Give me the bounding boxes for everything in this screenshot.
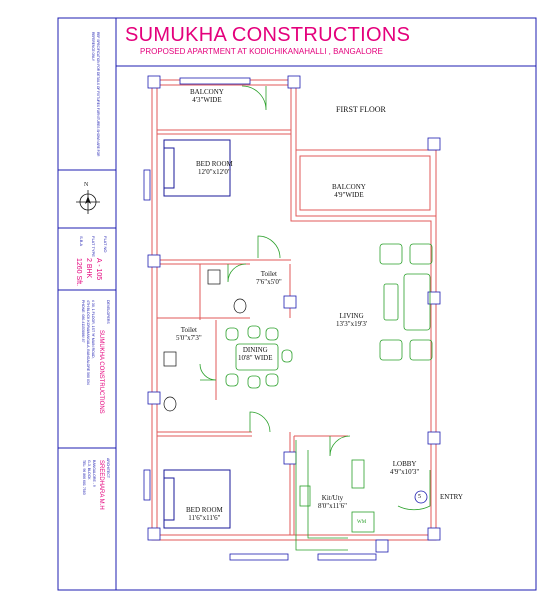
sba-label: S.B.A (79, 236, 84, 247)
living-label: LIVING 13'3"x19'3' (336, 312, 367, 328)
entry-marker-number: 5 (418, 494, 421, 500)
flat-no-label: FLAT NO (103, 236, 108, 253)
developer-name: SUMUKHA CONSTRUCTIONS (98, 330, 104, 414)
floor-label: FIRST FLOOR (336, 105, 386, 114)
bedroom-2-label: BED ROOM 11'6"x11'6" (186, 506, 223, 522)
architect-phone: TEL: 96 866 681 7583 (82, 460, 86, 495)
entry-label: ENTRY (440, 493, 463, 501)
compass-north-label: N (84, 182, 89, 188)
page-title: SUMUKHA CONSTRUCTIONS (125, 24, 411, 46)
bedroom-2-name: BED ROOM (186, 506, 223, 514)
living-furniture (379, 243, 433, 361)
developer-address-2: 4TH BLOCK KORAMANGALA, BANGALORE 560 034 (86, 300, 90, 385)
balcony-1-label: BALCONY 4'3"WIDE (190, 88, 224, 104)
developer-phone: PHONE: 080-41153886/ 87 (81, 300, 85, 343)
balcony-1-name: BALCONY (190, 88, 224, 96)
living-name: LIVING (339, 312, 364, 320)
notes-text: REF SPECIFICATION FOR DETAILS OF FIXTURE… (91, 32, 100, 157)
bed-2 (163, 469, 231, 529)
kitchen-counter (295, 440, 375, 551)
washing-machine-label: WM (357, 520, 367, 525)
windows (143, 77, 377, 561)
toilet-fixtures (163, 269, 247, 412)
architect-address-1: BANGALORE - 9 (92, 460, 96, 487)
dining-name: DINING (242, 346, 268, 354)
developer-address-1: # 30, 1 FLOOR, 1ST 'H' MAIN ROAD, (91, 300, 95, 359)
dining-furniture (225, 325, 293, 389)
page-subtitle: PROPOSED APARTMENT AT KODICHIKANAHALLI ,… (140, 47, 383, 56)
balcony-1-size: 4'3"WIDE (192, 96, 222, 104)
doors (199, 85, 431, 511)
balcony-2-name: BALCONY (332, 183, 366, 191)
kitchen-label: Kit/Uty 8'0"x11'6" (318, 494, 347, 510)
architect-address-2: G-3, BLOCK (87, 460, 91, 480)
dining-label: DINING 10'8" WIDE (238, 346, 273, 362)
architect-name: SREEDHARA M.H (98, 460, 104, 510)
lobby-name: LOBBY (392, 460, 417, 468)
columns (147, 75, 441, 553)
lobby-size: 4'9"x10'3" (390, 468, 420, 476)
kitchen-name: Kit/Uty (321, 494, 344, 502)
bedroom-1-name: BED ROOM (196, 160, 233, 168)
flat-type-value: 2 BHK (85, 258, 92, 279)
architect-heading: ARCHITECT (106, 458, 110, 479)
toilet-1-label: Toilet 7'6"x5'0" (256, 270, 282, 286)
balcony-2-label: BALCONY 4'9"WIDE (332, 183, 366, 199)
entry-marker-circle (414, 490, 428, 504)
flat-no-value: A - 105 (95, 258, 102, 281)
living-size: 13'3"x19'3' (336, 320, 368, 328)
toilet-2-name: Toilet (180, 326, 197, 334)
balcony-2-size: 4'9"WIDE (334, 191, 364, 199)
developer-heading: DEVELOPERS (106, 300, 110, 324)
kitchen-size: 8'0"x11'6" (318, 502, 347, 510)
bed-1 (163, 139, 231, 197)
toilet-2-label: Toilet 5'0"x7'3" (176, 326, 202, 342)
outer-frame (57, 17, 537, 591)
flat-type-label: FLAT TYPE (91, 236, 96, 257)
bedroom-2-size: 11'6"x11'6" (188, 514, 221, 522)
north-compass (76, 190, 100, 214)
dining-size: 10'8" WIDE (238, 354, 273, 362)
toilet-1-size: 7'6"x5'0" (256, 278, 282, 286)
toilet-2-size: 5'0"x7'3" (176, 334, 202, 342)
bedroom-1-size: 12'0"x12'0" (198, 168, 231, 176)
bedroom-1-label: BED ROOM 12'0"x12'0" (196, 160, 233, 176)
toilet-1-name: Toilet (260, 270, 277, 278)
lobby-label: LOBBY 4'9"x10'3" (390, 460, 419, 476)
sba-value: 1260 Sft. (75, 258, 82, 287)
